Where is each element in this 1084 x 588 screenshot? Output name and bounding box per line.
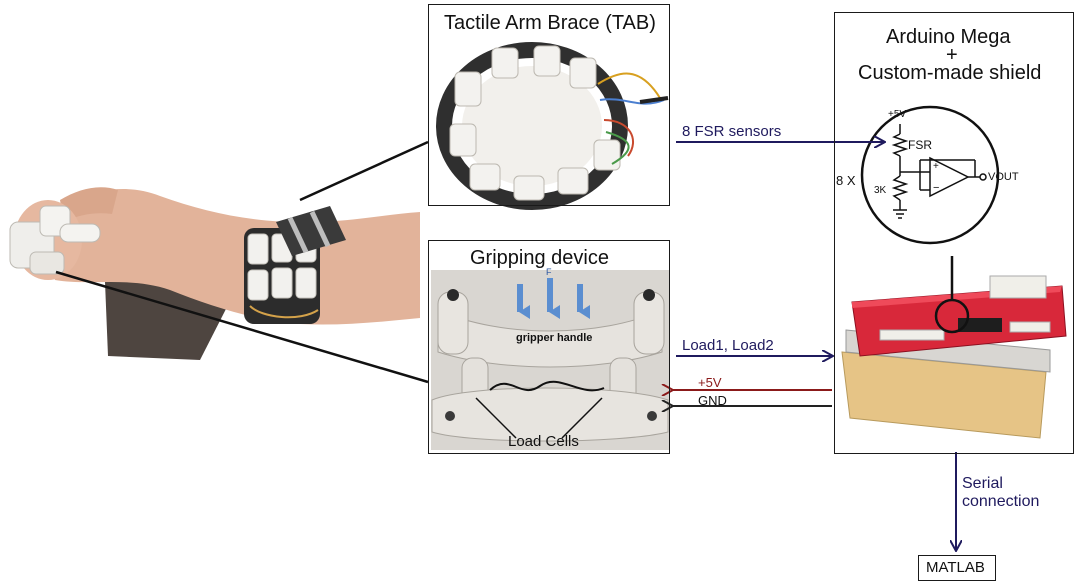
gripper-panel xyxy=(428,240,670,454)
arduino-panel xyxy=(834,12,1074,454)
matlab-box xyxy=(918,555,996,581)
arduino-title-line1: Arduino Mega xyxy=(886,26,1011,48)
force-label: F xyxy=(546,267,552,277)
serial-label-line2: connection xyxy=(962,493,1040,510)
fsr-label: FSR xyxy=(908,138,932,152)
fsr-signal-label: 8 FSR sensors xyxy=(682,123,782,140)
supply-label: +5V xyxy=(888,109,907,120)
gripper-title: Gripping device xyxy=(470,247,609,269)
ground-label: GND xyxy=(698,393,727,408)
svg-text:−: − xyxy=(933,182,939,194)
arduino-title-line3: Custom-made shield xyxy=(858,62,1042,84)
arduino-title-line2: + xyxy=(946,44,958,66)
arm-photo xyxy=(9,187,420,360)
tab-photo xyxy=(436,42,669,210)
power-label: +5V xyxy=(698,375,722,390)
serial-label-line1: Serial xyxy=(962,475,1003,492)
load-signal-label: Load1, Load2 xyxy=(682,337,774,354)
handle-label: gripper handle xyxy=(516,332,593,344)
tab-panel xyxy=(428,4,670,206)
arduino-photo xyxy=(841,275,1067,439)
connector-line xyxy=(299,140,429,202)
circuit-inset: + − xyxy=(860,105,1000,300)
resistor-label: 3K xyxy=(874,185,887,196)
multiplier-label: 8 X xyxy=(836,173,856,188)
load-cells-label: Load Cells xyxy=(508,433,579,450)
connector-line xyxy=(55,270,429,384)
tab-title: Tactile Arm Brace (TAB) xyxy=(444,12,656,34)
vout-label: VOUT xyxy=(988,171,1019,183)
matlab-label: MATLAB xyxy=(926,559,985,576)
gripper-photo xyxy=(431,270,669,450)
svg-text:+: + xyxy=(933,161,939,172)
